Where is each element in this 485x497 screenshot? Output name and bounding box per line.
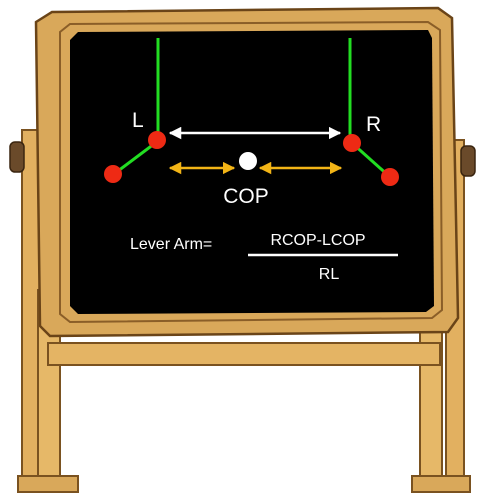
board-surface (70, 30, 434, 314)
left-foot-line (113, 139, 159, 176)
easel-stand (9, 129, 476, 493)
left-marker-icon (148, 131, 166, 149)
easel-crossbar (47, 342, 441, 366)
right-marker-icon (343, 134, 361, 152)
easel-foot-left (17, 475, 79, 493)
left-foot-marker-icon (104, 165, 122, 183)
cop-label: COP (223, 185, 269, 208)
frame-inner-border (59, 20, 444, 324)
cop-marker-icon (239, 152, 257, 170)
formula-numerator: RCOP-LCOP (270, 232, 365, 249)
left-label: L (132, 109, 144, 132)
easel-foot-right (411, 475, 471, 493)
easel-knob-left (9, 141, 25, 173)
formula-prefix: Lever Arm= (130, 236, 212, 253)
right-foot-marker-icon (381, 168, 399, 186)
formula-denominator: RL (319, 266, 340, 283)
lever-arm-diagram: L R COP Lever Arm= RCOP-LCOP RL (104, 38, 399, 283)
right-label: R (366, 113, 381, 136)
easel-knob-right (460, 145, 476, 177)
